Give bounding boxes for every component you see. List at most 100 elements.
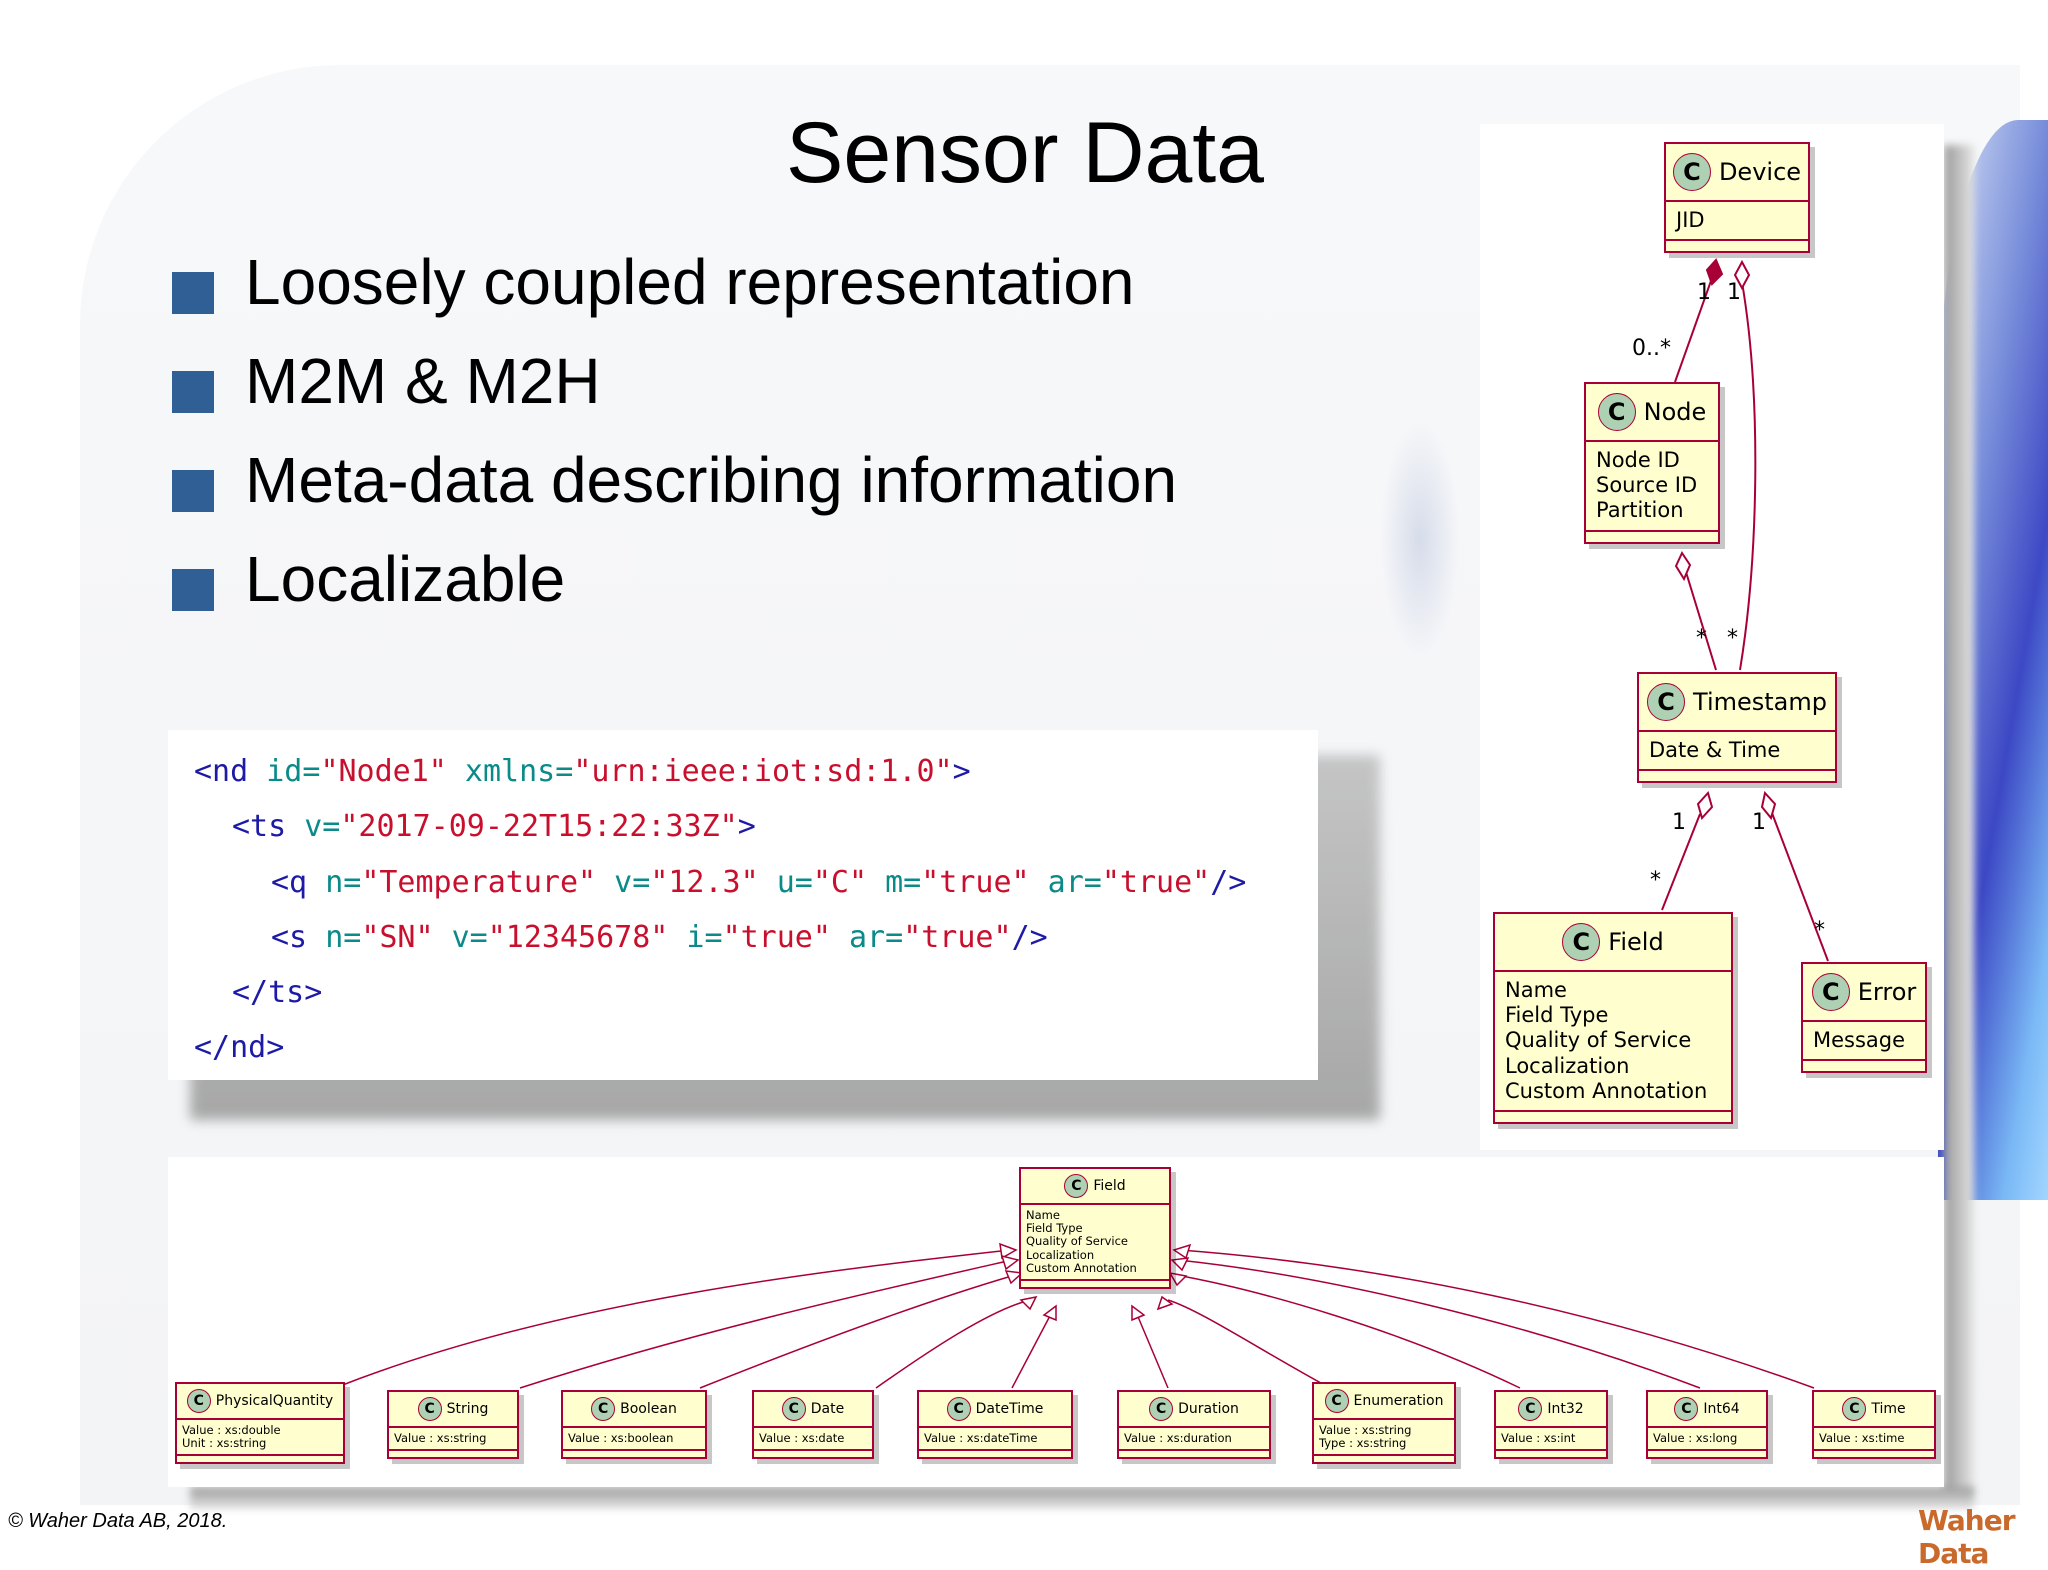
generalization-arrow bbox=[1131, 1304, 1146, 1322]
class-c-icon: C bbox=[946, 1397, 971, 1421]
class-attribute: Value : xs:time bbox=[1819, 1431, 1905, 1445]
bullet-text: Localizable bbox=[245, 543, 566, 615]
class-c-icon: C bbox=[1811, 973, 1850, 1011]
multiplicity-label: 1 bbox=[1697, 280, 1711, 305]
diagram-shadow bbox=[190, 1487, 1974, 1509]
generalization-line bbox=[875, 1299, 1031, 1389]
copyright-footer: © Waher Data AB, 2018. bbox=[8, 1510, 228, 1532]
multiplicity-label: 0..* bbox=[1632, 336, 1671, 361]
generalization-line bbox=[519, 1259, 1013, 1389]
multiplicity-label: * bbox=[1696, 626, 1707, 651]
class-name: Int64 bbox=[1703, 1401, 1740, 1417]
class-attribute: Quality of Service bbox=[1026, 1234, 1128, 1249]
bullet-item: Localizable bbox=[172, 547, 1177, 646]
code-line-5: </ts> bbox=[232, 975, 323, 1010]
class-name: String bbox=[446, 1401, 489, 1417]
connector-timestamp-field bbox=[1661, 813, 1701, 911]
generalization-line bbox=[699, 1274, 1016, 1389]
decorative-swirl-faint bbox=[1380, 420, 1460, 660]
class-c-icon: C bbox=[1647, 683, 1686, 721]
class-attribute: Node ID bbox=[1596, 448, 1680, 472]
waher-logo: Waher Data bbox=[1918, 1504, 2016, 1570]
multiplicity-label: * bbox=[1650, 868, 1661, 893]
class-attribute: Value : xs:dateTime bbox=[924, 1431, 1038, 1445]
code-line-3: <q n="Temperature" v="12.3" u="C" m="tru… bbox=[271, 865, 1247, 900]
class-c-icon: C bbox=[1518, 1397, 1543, 1421]
class-name: DateTime bbox=[975, 1401, 1044, 1417]
class-name: Int32 bbox=[1547, 1401, 1584, 1417]
multiplicity-label: 1 bbox=[1752, 810, 1766, 835]
aggregation-diamond bbox=[1674, 550, 1692, 582]
generalization-arrow bbox=[1019, 1295, 1038, 1311]
generalization-arrow bbox=[1170, 1257, 1190, 1272]
class-attribute: Field Type bbox=[1505, 1003, 1609, 1028]
aggregation-diamond bbox=[1696, 790, 1714, 821]
class-c-icon: C bbox=[1672, 153, 1711, 191]
class-attribute: Unit : xs:string bbox=[182, 1436, 267, 1451]
generalization-line bbox=[1167, 1299, 1331, 1389]
class-attribute: Value : xs:string bbox=[394, 1431, 487, 1445]
generalization-arrow bbox=[1168, 1271, 1188, 1287]
class-name: Timestamp bbox=[1693, 688, 1827, 716]
multiplicity-label: * bbox=[1727, 626, 1738, 651]
generalization-line bbox=[1179, 1249, 1815, 1389]
class-attribute: Value : xs:string bbox=[1319, 1423, 1412, 1437]
class-attribute: Quality of Service bbox=[1505, 1028, 1692, 1053]
xml-code-block: <nd id="Node1" xmlns="urn:ieee:iot:sd:1.… bbox=[168, 730, 1318, 1080]
class-attribute: Value : xs:int bbox=[1501, 1431, 1576, 1445]
bullet-item: M2M & M2H bbox=[172, 349, 1177, 448]
aggregation-diamond bbox=[1760, 790, 1777, 821]
class-attribute: Localization bbox=[1026, 1247, 1095, 1262]
class-attribute: Field Type bbox=[1026, 1221, 1083, 1236]
class-c-icon: C bbox=[1149, 1397, 1174, 1421]
class-c-icon: C bbox=[1842, 1397, 1867, 1421]
class-name: Boolean bbox=[620, 1401, 677, 1417]
class-attribute: Custom Annotation bbox=[1026, 1260, 1137, 1275]
class-attribute: Name bbox=[1026, 1208, 1060, 1222]
bullet-square-icon bbox=[172, 272, 214, 314]
class-attribute: Date & Time bbox=[1649, 738, 1781, 762]
generalization-arrow bbox=[1156, 1295, 1174, 1311]
slide-title: Sensor Data bbox=[785, 105, 1265, 201]
generalization-arrow bbox=[1000, 1254, 1020, 1271]
generalization-arrow bbox=[999, 1242, 1018, 1260]
connector-timestamp-error bbox=[1771, 812, 1829, 962]
class-attribute: Name bbox=[1505, 978, 1567, 1002]
generalization-arrowheads bbox=[999, 1242, 1192, 1322]
class-name: PhysicalQuantity bbox=[215, 1393, 334, 1409]
class-c-icon: C bbox=[1562, 923, 1601, 961]
multiplicity-label: * bbox=[1814, 918, 1825, 943]
class-c-icon: C bbox=[417, 1397, 442, 1421]
class-c-icon: C bbox=[591, 1397, 616, 1421]
class-c-icon: C bbox=[1324, 1389, 1349, 1413]
bullet-square-icon bbox=[172, 569, 214, 611]
bullet-text: M2M & M2H bbox=[245, 345, 601, 417]
class-attribute: JID bbox=[1676, 208, 1705, 232]
generalization-line bbox=[1011, 1311, 1053, 1389]
generalization-arrow bbox=[1042, 1304, 1057, 1322]
class-attribute: Value : xs:boolean bbox=[568, 1431, 674, 1445]
class-attribute: Value : xs:long bbox=[1653, 1431, 1738, 1445]
class-name: Time bbox=[1871, 1401, 1906, 1417]
class-name: Date bbox=[810, 1401, 845, 1417]
class-name: Field bbox=[1093, 1178, 1126, 1194]
code-line-4: <s n="SN" v="12345678" i="true" ar="true… bbox=[271, 920, 1048, 955]
code-line-2: <ts v="2017-09-22T15:22:33Z"> bbox=[232, 809, 756, 844]
inheritance-lines bbox=[339, 1249, 1815, 1389]
class-attribute: Value : xs:double bbox=[182, 1423, 281, 1437]
generalization-line bbox=[1177, 1259, 1701, 1389]
aggregation-diamond bbox=[1733, 259, 1751, 291]
class-name: Enumeration bbox=[1353, 1393, 1444, 1409]
diagram-shadow bbox=[1944, 145, 1974, 1495]
class-c-icon: C bbox=[1597, 393, 1636, 431]
